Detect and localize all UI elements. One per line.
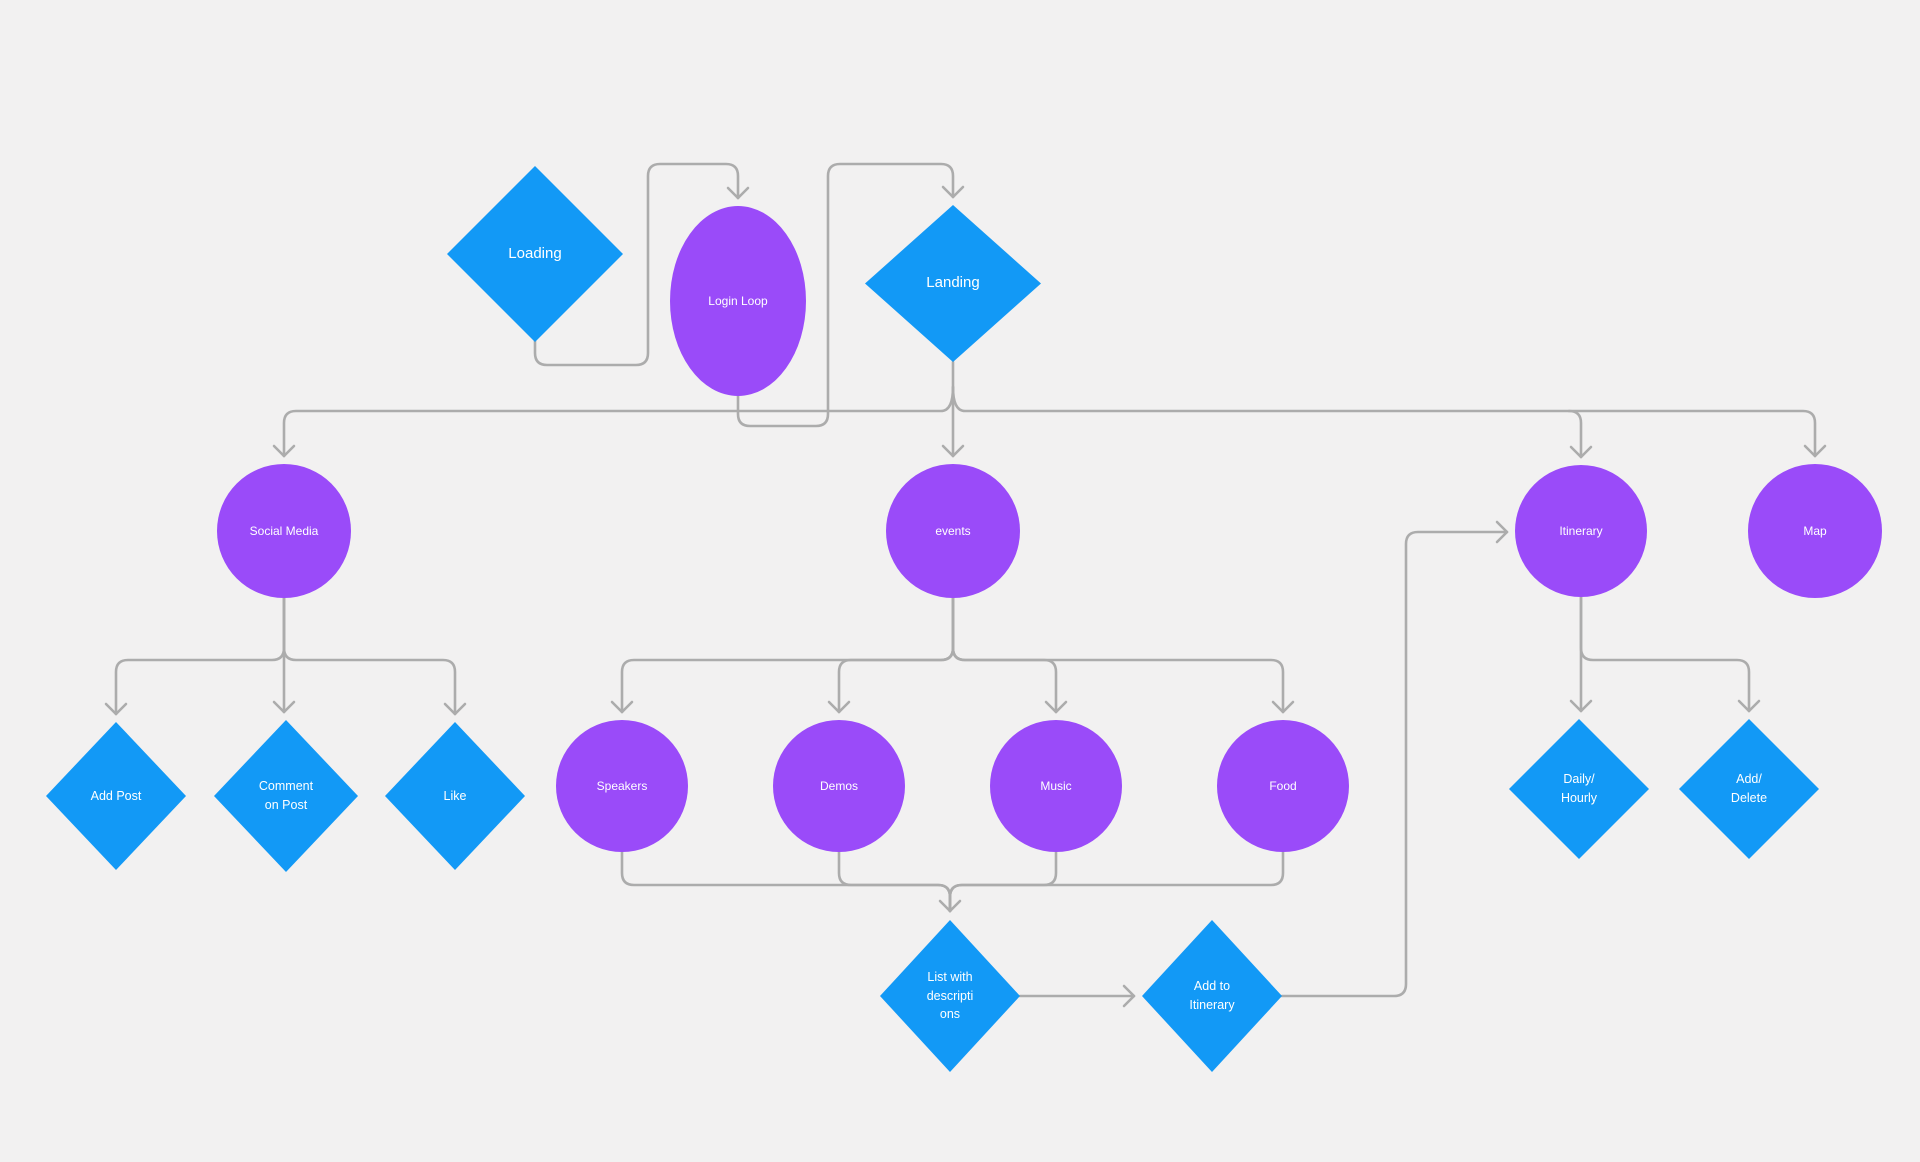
node-like-label: Like <box>443 788 467 803</box>
connector-line[interactable] <box>951 596 1285 714</box>
node-speakers-label: Speakers <box>596 779 648 793</box>
connector-line[interactable] <box>837 596 955 714</box>
arrowhead-down-icon <box>1569 699 1593 713</box>
node-list-with-descriptions-label: List with descripti ons <box>926 969 974 1022</box>
arrowhead-down-icon <box>941 185 965 199</box>
connector-food-list[interactable] <box>948 850 1285 913</box>
node-login-loop[interactable]: Login Loop <box>670 206 806 396</box>
node-daily-hourly-label: Daily/ Hourly <box>1560 772 1598 805</box>
node-add-to-itinerary-label: Add to Itinerary <box>1189 979 1235 1012</box>
connector-add-to-itinerary-itinerary[interactable] <box>1280 520 1509 998</box>
connector-itinerary-add-delete[interactable] <box>1579 595 1761 713</box>
node-add-post-label: Add Post <box>90 788 142 803</box>
connector-line[interactable] <box>620 850 952 913</box>
connector-line[interactable] <box>114 596 286 716</box>
node-music[interactable]: Music <box>990 720 1122 852</box>
connector-list-add-to-itinerary[interactable] <box>1018 984 1136 1008</box>
node-login-loop-label: Login Loop <box>708 294 768 308</box>
connector-line[interactable] <box>282 385 955 458</box>
connector-line[interactable] <box>951 596 1058 714</box>
node-food-label: Food <box>1269 779 1297 793</box>
arrowhead-down-icon <box>1044 700 1068 714</box>
connector-line[interactable] <box>948 850 1285 913</box>
arrowhead-down-icon <box>610 700 634 714</box>
connector-line[interactable] <box>948 850 1058 913</box>
connector-line[interactable] <box>951 385 1817 458</box>
node-speakers[interactable]: Speakers <box>556 720 688 852</box>
connector-events-music[interactable] <box>951 596 1068 714</box>
connector-events-demos[interactable] <box>827 596 955 714</box>
node-itinerary-label: Itinerary <box>1559 524 1603 538</box>
connector-social-media-add-post[interactable] <box>104 596 286 716</box>
arrowhead-down-icon <box>726 186 750 200</box>
node-social-media-label: Social Media <box>249 524 319 538</box>
connector-login-loop-landing[interactable] <box>736 162 965 428</box>
arrowhead-right-icon <box>1495 520 1509 544</box>
node-social-media[interactable]: Social Media <box>217 464 351 598</box>
node-map[interactable]: Map <box>1748 464 1882 598</box>
connector-line[interactable] <box>533 162 740 367</box>
connector-landing-events[interactable] <box>941 360 965 458</box>
connector-music-list[interactable] <box>948 850 1058 913</box>
arrowhead-down-icon <box>443 702 467 716</box>
connector-social-media-like[interactable] <box>282 596 467 716</box>
connector-landing-itinerary[interactable] <box>1567 409 1593 459</box>
connector-landing-map[interactable] <box>951 385 1827 458</box>
arrowhead-down-icon <box>272 444 296 458</box>
arrowhead-down-icon <box>827 700 851 714</box>
arrowhead-down-icon <box>1569 445 1593 459</box>
node-itinerary[interactable]: Itinerary <box>1515 465 1647 597</box>
connector-loading-login-loop[interactable] <box>533 162 750 367</box>
node-demos-label: Demos <box>819 779 858 793</box>
connector-line[interactable] <box>282 596 457 716</box>
connector-line[interactable] <box>1567 409 1583 459</box>
node-music-label: Music <box>1040 779 1072 793</box>
node-add-delete-label: Add/ Delete <box>1730 772 1768 805</box>
node-comment-on-post-label: Comment on Post <box>258 779 314 812</box>
arrowhead-down-icon <box>104 702 128 716</box>
node-landing-label: Landing <box>926 274 980 292</box>
arrowhead-down-icon <box>941 444 965 458</box>
connector-events-speakers[interactable] <box>610 596 955 714</box>
connector-line[interactable] <box>620 596 955 714</box>
node-food[interactable]: Food <box>1217 720 1349 852</box>
connector-line[interactable] <box>736 162 955 428</box>
connector-line[interactable] <box>837 850 952 913</box>
connector-landing-social-media[interactable] <box>272 385 955 458</box>
connector-demos-list[interactable] <box>837 850 952 913</box>
node-events-label: events <box>935 524 971 538</box>
node-events[interactable]: events <box>886 464 1020 598</box>
arrowhead-right-icon <box>1122 984 1136 1008</box>
node-map-label: Map <box>1803 524 1827 538</box>
node-demos[interactable]: Demos <box>773 720 905 852</box>
arrowhead-down-icon <box>1737 699 1761 713</box>
arrowhead-down-icon <box>1271 700 1295 714</box>
arrowhead-down-icon <box>1803 444 1827 458</box>
connector-line[interactable] <box>1579 595 1751 713</box>
connector-events-food[interactable] <box>951 596 1295 714</box>
node-loading-label: Loading <box>508 244 562 262</box>
connector-line[interactable] <box>1280 530 1509 998</box>
arrowhead-down-icon <box>272 700 296 714</box>
connector-speakers-list[interactable] <box>620 850 962 913</box>
